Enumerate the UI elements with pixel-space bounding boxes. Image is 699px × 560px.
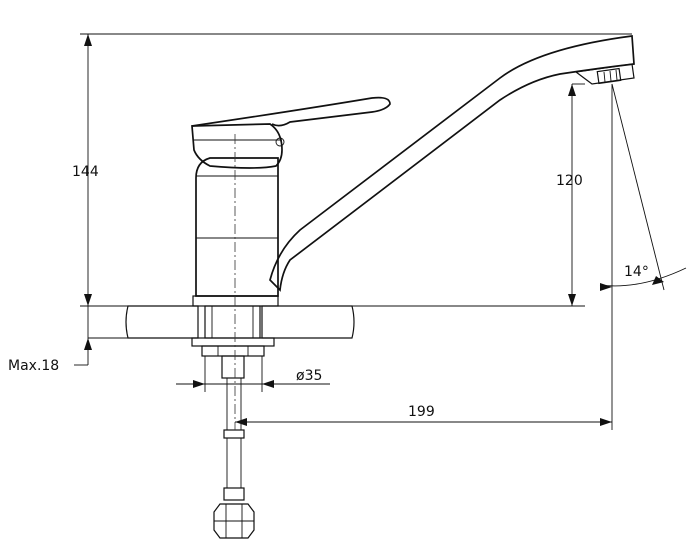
dimension-angle: 14° [599,83,687,291]
dimension-hole-diameter: ø35 [176,356,330,392]
dimension-height-total: 144 [72,33,632,307]
dimension-max-thickness: Max.18 [8,306,128,374]
max-thickness-label: Max.18 [8,358,59,374]
dimension-spout-height: 120 [352,83,585,307]
faucet-body [191,35,635,307]
height-total-label: 144 [72,164,99,180]
spout-height-label: 120 [556,173,583,189]
angle-label: 14° [624,264,649,280]
hole-diameter-label: ø35 [296,368,322,384]
braided-hose [213,377,255,539]
dimension-reach: 199 [235,84,613,430]
reach-label: 199 [408,404,435,420]
countertop [125,305,355,339]
